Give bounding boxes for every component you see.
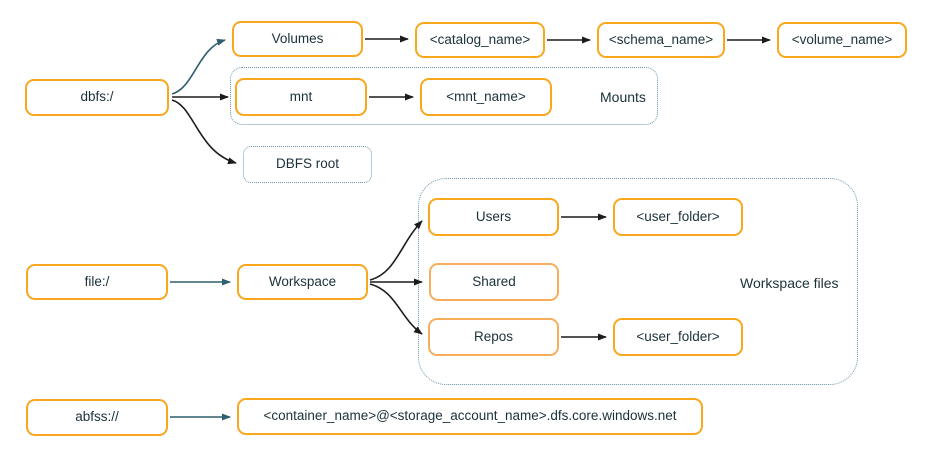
node-user-folder-bottom: <user_folder> [613,318,743,356]
arrow-workspace-to-users [369,220,423,281]
arrow-dbfs-to-dbfs-root [171,99,237,165]
node-catalog-name: <catalog_name> [415,22,545,58]
arrow-workspace-to-repos [369,283,423,335]
node-container-path: <container_name>@<storage_account_name>.… [237,398,703,435]
node-volume-name: <volume_name> [777,22,907,58]
node-user-folder-top: <user_folder> [613,198,743,236]
node-volumes: Volumes [232,21,363,57]
group-label-workspace-files: Workspace files [740,275,839,291]
node-schema-name: <schema_name> [597,22,725,58]
node-mnt: mnt [235,78,367,116]
node-shared: Shared [429,263,559,301]
node-repos: Repos [428,318,559,356]
group-label-mounts: Mounts [600,89,646,105]
node-abfss: abfss:// [26,399,168,436]
group-mounts [230,67,658,125]
arrow-dbfs-to-volumes [171,38,226,95]
node-mnt-name: <mnt_name> [420,78,552,116]
node-dbfs: dbfs:/ [25,79,169,116]
node-file: file:/ [26,264,168,300]
node-users: Users [428,198,559,236]
node-workspace: Workspace [237,264,368,300]
node-dbfs-root: DBFS root [243,146,372,183]
